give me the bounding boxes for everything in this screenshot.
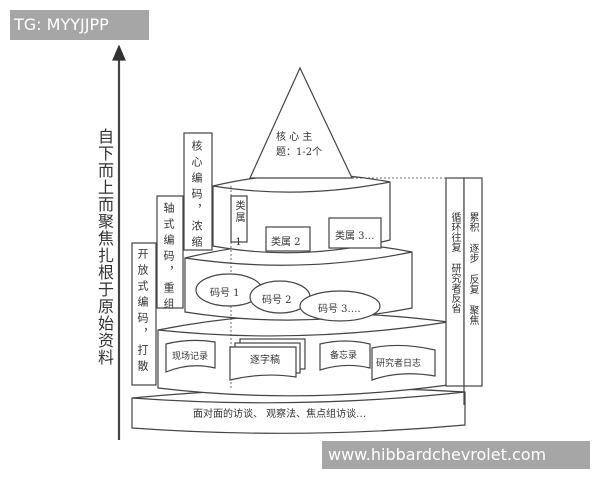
code-3-label: 码号 3….	[318, 304, 361, 315]
doc-researcher-log	[371, 344, 436, 381]
left-axis-label: 自下而上而聚焦扎根于原始资料	[95, 128, 114, 366]
right-panel-focus	[463, 177, 483, 387]
right-label-focus: 累积 逐步 反复 聚焦	[467, 212, 478, 325]
apex-line-2: 题：1-2个	[276, 147, 323, 158]
base-label: 面对面的访谈、 观察法、焦点组访谈…	[193, 409, 367, 420]
doc-memos	[319, 340, 371, 371]
doc-transcripts	[229, 346, 297, 381]
apex-line-1: 核 心 主	[276, 132, 313, 143]
doc-memos-label: 备忘录	[330, 351, 358, 361]
doc-transcripts-label: 逐字稿	[250, 355, 280, 366]
coding-label-axial: 轴式编码，重组	[162, 202, 175, 314]
code-2-label: 码号 2	[262, 295, 292, 306]
coding-label-open: 开放式编码，打散	[136, 248, 149, 376]
category-2-label: 类属 2	[271, 237, 301, 248]
coding-box-axial	[156, 195, 184, 309]
category-3-label: 类属 3…	[335, 231, 375, 242]
code-1-label: 码号 1	[210, 288, 240, 299]
coding-box-core	[183, 132, 213, 251]
up-arrow-icon	[112, 44, 126, 61]
doc-researcher-log-label: 研究者日志	[376, 359, 422, 369]
category-box-2	[265, 226, 311, 252]
category-1-label: 类属 1	[233, 200, 244, 250]
category-box-3	[328, 217, 382, 249]
code-ellipse-3	[299, 290, 381, 322]
doc-field-notes	[165, 339, 216, 373]
apex-triangle	[249, 66, 353, 179]
coding-box-open	[131, 242, 157, 386]
watermark-top-left: TG: MYYJJPP	[10, 10, 149, 40]
right-label-reflection: 循环往复 研究者反省	[449, 212, 460, 313]
category-box-1	[230, 195, 248, 243]
watermark-bottom-right: www.hibbardchevrolet.com	[322, 441, 590, 469]
doc-field-notes-label: 现场记录	[172, 352, 209, 362]
coding-label-core: 核心编码，浓缩	[190, 140, 203, 252]
